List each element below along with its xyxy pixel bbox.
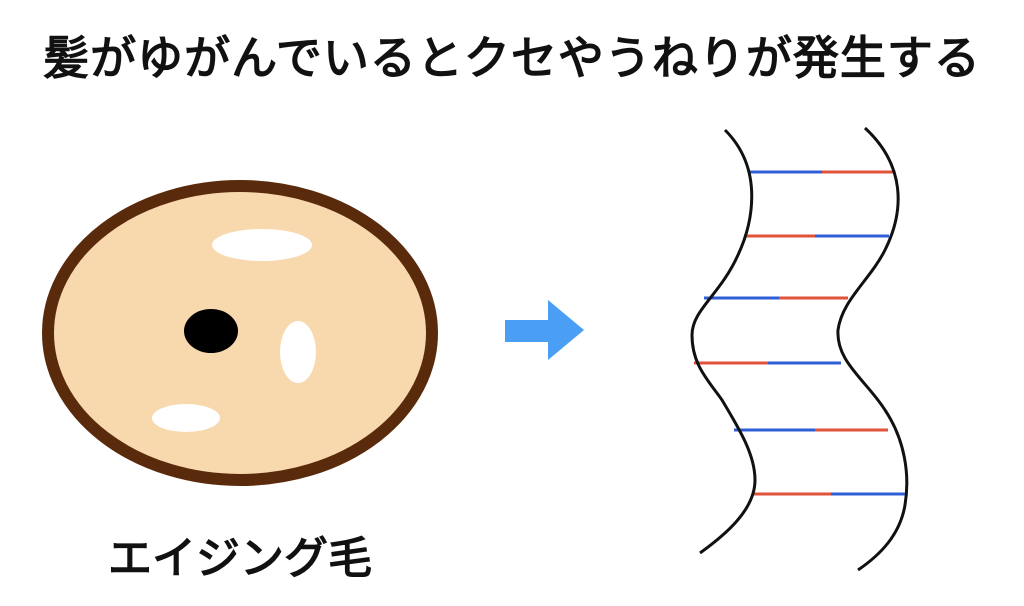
strand-left-edge xyxy=(690,128,757,555)
highlight-bottom xyxy=(152,404,220,432)
strand-right-edge xyxy=(836,126,909,572)
medulla-dot xyxy=(184,309,238,353)
hair-cross-section xyxy=(42,180,438,486)
caption-aging-hair: エイジング毛 xyxy=(108,533,372,584)
strand-rungs xyxy=(694,170,906,496)
right-arrow-icon xyxy=(505,300,584,360)
page-title: 髪がゆがんでいるとクセやうねりが発生する xyxy=(43,31,981,85)
highlight-right xyxy=(280,321,316,383)
cross-section-body xyxy=(42,180,438,486)
highlight-top xyxy=(212,229,312,261)
wavy-hair-strand xyxy=(690,126,909,572)
